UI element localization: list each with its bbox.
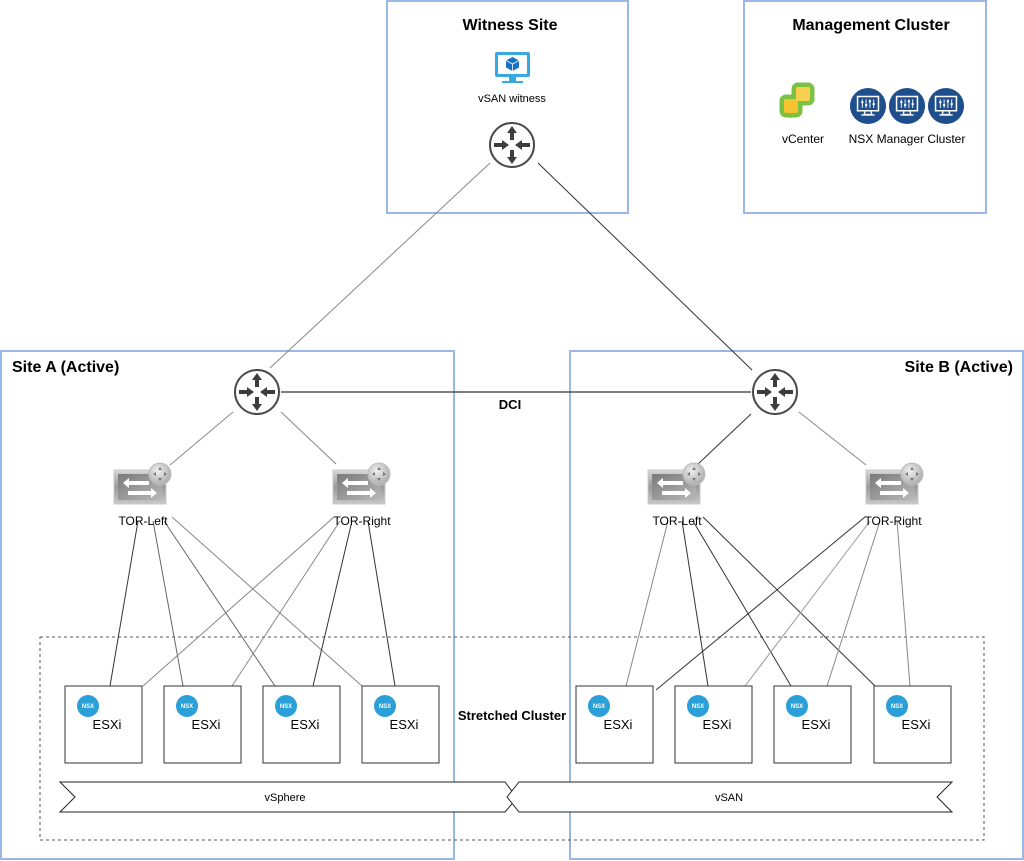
site-b-router-icon[interactable] [752, 369, 798, 415]
nsx-manager-monitor-icon [888, 87, 926, 125]
stretched-cluster-label: Stretched Cluster [458, 708, 566, 723]
esxi-host-label: ESXi [291, 717, 320, 732]
link-b-tl-h3 [692, 520, 792, 687]
esxi-host[interactable]: NSX ESXi [163, 685, 242, 764]
link-witness-site-b [537, 162, 753, 371]
dci-label: DCI [499, 397, 521, 412]
vsan-band-label: vSAN [715, 792, 743, 804]
site-b-tor-left-switch-icon[interactable] [647, 462, 706, 505]
nsx-manager-cluster-icons[interactable] [849, 87, 965, 125]
esxi-host-box [163, 685, 242, 764]
nsx-badge-text: NSX [280, 704, 292, 710]
vsphere-band [58, 781, 518, 813]
link-a-router-tor-right [280, 411, 337, 465]
link-b-tr-h3 [826, 520, 881, 687]
site-a-tor-left-switch-icon[interactable] [113, 462, 172, 505]
nsx-badge-icon [275, 695, 297, 717]
site-a-tor-left-label: TOR-Left [118, 514, 168, 528]
stretched-cluster-box [39, 636, 985, 841]
esxi-host[interactable]: NSX ESXi [262, 685, 341, 764]
nsx-manager-cluster-label: NSX Manager Cluster [849, 132, 966, 146]
link-a-tl-h3 [163, 520, 276, 687]
witness-site-title: Witness Site [463, 17, 558, 34]
nsx-badge-icon [886, 695, 908, 717]
vm-monitor-cube-icon [495, 52, 530, 83]
nsx-badge-icon [176, 695, 198, 717]
links [109, 162, 911, 691]
site-a-box [0, 350, 455, 860]
link-a-tr-h4 [367, 520, 396, 687]
vcenter-label: vCenter [782, 132, 824, 146]
witness-router-icon[interactable] [489, 122, 535, 168]
link-a-tr-h3 [312, 520, 353, 687]
link-b-tl-h4 [702, 516, 876, 687]
link-a-tl-h2 [152, 520, 184, 687]
link-a-tl-h4 [171, 516, 363, 687]
link-b-tr-h1 [655, 516, 866, 691]
vsan-witness-label: vSAN witness [478, 93, 546, 105]
esxi-host[interactable]: NSX ESXi [361, 685, 440, 764]
nsx-badge-icon [786, 695, 808, 717]
esxi-host[interactable]: NSX ESXi [674, 685, 753, 764]
esxi-host-label: ESXi [604, 717, 633, 732]
esxi-host[interactable]: NSX ESXi [773, 685, 852, 764]
site-b-title: Site B (Active) [905, 359, 1013, 376]
esxi-host-box [64, 685, 143, 764]
link-b-router-tor-left [696, 413, 752, 466]
vsphere-band-label: vSphere [265, 792, 306, 804]
esxi-host-box [575, 685, 654, 764]
esxi-hosts: NSX ESXi NSX ESXi NSX ESXi NSX ESXi NSX ESXi NSX ES… [64, 685, 952, 764]
nsx-badge-text: NSX [593, 704, 605, 710]
link-b-router-tor-right [798, 411, 867, 466]
nsx-badge-text: NSX [891, 704, 903, 710]
link-a-tr-h2 [231, 520, 341, 687]
esxi-host[interactable]: NSX ESXi [64, 685, 143, 764]
site-b-box [569, 350, 1024, 860]
witness-site-box [386, 0, 629, 214]
esxi-host-label: ESXi [902, 717, 931, 732]
link-b-tl-h2 [681, 520, 709, 687]
esxi-host[interactable]: NSX ESXi [873, 685, 952, 764]
site-a-tor-right-switch-icon[interactable] [332, 462, 391, 505]
nsx-badge-text: NSX [181, 704, 193, 710]
link-b-tr-h2 [744, 520, 871, 687]
esxi-host-box [262, 685, 341, 764]
site-a-tor-right-label: TOR-Right [333, 514, 391, 528]
vsan-band [506, 781, 954, 813]
management-cluster-title: Management Cluster [792, 17, 949, 34]
link-a-tr-h1 [142, 516, 335, 687]
link-b-tr-h4 [896, 520, 911, 687]
site-b-tor-right-switch-icon[interactable] [865, 462, 924, 505]
esxi-host-label: ESXi [390, 717, 419, 732]
nsx-badge-text: NSX [791, 704, 803, 710]
esxi-host-box [674, 685, 753, 764]
esxi-host-box [873, 685, 952, 764]
nsx-badge-icon [77, 695, 99, 717]
esxi-host-label: ESXi [703, 717, 732, 732]
nsx-manager-monitor-icon [849, 87, 887, 125]
site-b-tor-left-label: TOR-Left [652, 514, 702, 528]
esxi-host-label: ESXi [93, 717, 122, 732]
esxi-host-box [773, 685, 852, 764]
link-witness-site-a [269, 162, 491, 369]
nsx-badge-icon [588, 695, 610, 717]
esxi-host-label: ESXi [802, 717, 831, 732]
link-b-tl-h1 [625, 520, 669, 687]
esxi-host[interactable]: NSX ESXi [575, 685, 654, 764]
nsx-badge-text: NSX [379, 704, 391, 710]
esxi-host-label: ESXi [192, 717, 221, 732]
link-a-router-tor-left [169, 411, 234, 466]
nsx-badge-text: NSX [692, 704, 704, 710]
link-a-tl-h1 [109, 520, 139, 687]
nsx-badge-icon [687, 695, 709, 717]
nsx-badge-icon [374, 695, 396, 717]
vcenter-logo-icon[interactable] [779, 82, 815, 118]
nsx-badge-text: NSX [82, 704, 94, 710]
esxi-host-box [361, 685, 440, 764]
site-a-title: Site A (Active) [12, 359, 119, 376]
site-a-router-icon[interactable] [234, 369, 280, 415]
site-b-tor-right-label: TOR-Right [864, 514, 922, 528]
nsx-manager-monitor-icon [927, 87, 965, 125]
